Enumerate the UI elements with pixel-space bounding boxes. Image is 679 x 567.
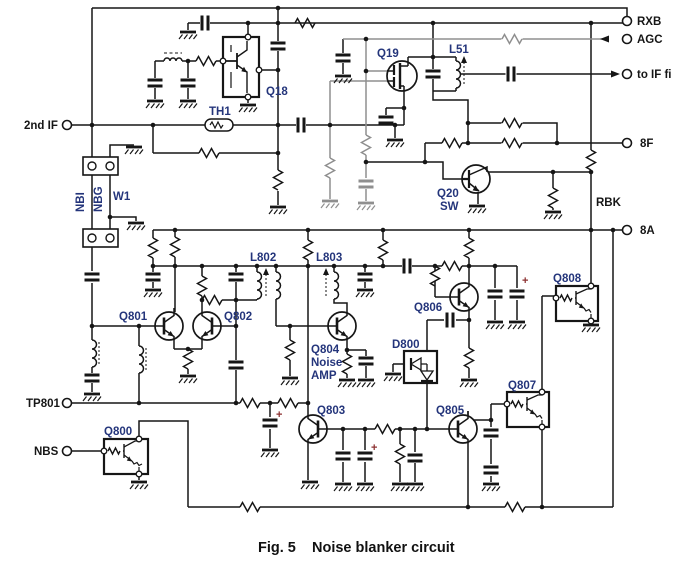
terminal-tp801-icon <box>61 397 73 409</box>
l51-coil <box>455 60 462 89</box>
l802-coil-primary <box>256 271 263 300</box>
label-q803: Q803 <box>317 405 345 417</box>
label-q802: Q802 <box>224 311 252 323</box>
terminal-to-if-icon <box>621 68 633 80</box>
label-q804: Q804 <box>311 344 340 356</box>
label-nbi: NBI <box>75 192 87 212</box>
label-rxb: RXB <box>637 16 661 28</box>
junction-dots <box>89 5 616 510</box>
digital-transistor-boxes <box>100 282 600 478</box>
q800-box <box>100 435 150 478</box>
terminal-8f-icon <box>621 137 633 149</box>
label-q806: Q806 <box>414 302 442 314</box>
agc-arrow-icon <box>600 35 609 43</box>
q19-fet <box>386 60 418 92</box>
q802-transistor <box>191 306 223 346</box>
label-agc: AGC <box>637 34 663 46</box>
plus-sign: + <box>371 442 377 454</box>
inductors <box>91 52 467 374</box>
label-d800: D800 <box>392 339 420 351</box>
terminal-8a-icon <box>621 224 633 236</box>
q808-box <box>552 282 600 325</box>
terminal-rxb-icon <box>621 15 633 27</box>
label-q807: Q807 <box>508 380 536 392</box>
label-8f: 8F <box>640 138 653 150</box>
q806-transistor <box>448 277 480 317</box>
q807-box <box>503 388 551 431</box>
label-q19: Q19 <box>377 48 399 60</box>
l802-coil-secondary <box>275 271 282 300</box>
label-l803: L803 <box>316 252 342 264</box>
terminal-2nd-if-icon <box>61 119 73 131</box>
label-q801: Q801 <box>119 311 148 323</box>
label-q805: Q805 <box>436 405 465 417</box>
label-nbs: NBS <box>34 446 59 458</box>
terminal-agc-icon <box>621 33 633 45</box>
th1-thermistor <box>204 118 234 132</box>
l803-coil <box>333 271 340 300</box>
label-q20-role: SW <box>440 201 459 213</box>
labels: 2nd IF RXB AGC to IF fi 8F 8A RBK TP801 … <box>24 16 672 556</box>
caption-title: Noise blanker circuit <box>312 540 455 556</box>
terminals <box>61 15 633 457</box>
resistors <box>149 17 596 513</box>
plus-sign: + <box>276 409 282 421</box>
label-2nd-if: 2nd IF <box>24 120 58 132</box>
plus-sign: + <box>522 275 528 287</box>
label-rbk: RBK <box>596 197 622 209</box>
label-q18: Q18 <box>266 86 288 98</box>
q18-box <box>219 33 263 101</box>
label-l51: L51 <box>449 44 469 56</box>
caption-figure-number: Fig. 5 <box>258 540 296 556</box>
d800-box <box>402 349 439 385</box>
w1-connector <box>82 156 119 248</box>
label-l802: L802 <box>250 252 276 264</box>
label-8a: 8A <box>640 225 655 237</box>
label-nbg: NBG <box>93 186 105 212</box>
label-tp801: TP801 <box>26 398 60 410</box>
terminal-nbs-icon <box>61 445 73 457</box>
label-q800: Q800 <box>104 426 132 438</box>
label-q808: Q808 <box>553 273 582 285</box>
label-q20: Q20 <box>437 188 459 200</box>
label-to-if: to IF fi <box>637 69 672 81</box>
q804-transistor <box>326 306 358 346</box>
q20-transistor <box>461 164 491 194</box>
q801-transistor <box>153 306 185 346</box>
to-if-arrow-icon <box>611 70 620 78</box>
label-w1: W1 <box>113 191 131 203</box>
gray-wires <box>329 38 609 201</box>
label-q804-role1: Noise <box>311 357 342 369</box>
label-th1: TH1 <box>209 106 231 118</box>
label-q804-role2: AMP <box>311 370 337 382</box>
